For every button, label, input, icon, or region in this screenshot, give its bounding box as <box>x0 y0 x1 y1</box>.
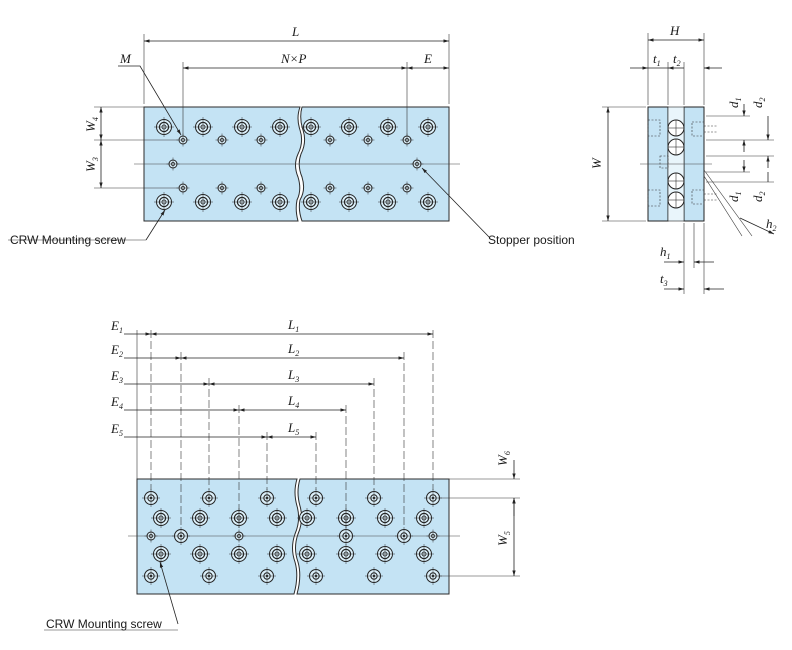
dim-W5: W <box>495 534 510 546</box>
dim-d2-bottom: d <box>750 195 765 202</box>
dim-d1-bottom: d <box>726 195 741 202</box>
svg-text:E5: E5 <box>110 421 123 438</box>
dim-E3: E <box>110 368 119 383</box>
svg-text:h2: h2 <box>766 216 777 233</box>
svg-text:L5: L5 <box>287 420 299 437</box>
dim-E1: E <box>110 318 119 333</box>
svg-text:W3: W3 <box>83 157 100 172</box>
svg-text:W5: W5 <box>495 531 512 546</box>
dim-L3: L <box>287 367 295 382</box>
dim-t1: t <box>653 51 657 66</box>
dim-d2-top: d <box>750 101 765 108</box>
dim-E5: E <box>110 421 119 436</box>
svg-text:d1: d1 <box>726 192 743 203</box>
svg-text:E2: E2 <box>110 342 123 359</box>
dim-L4: L <box>287 393 295 408</box>
callout-mounting-screw-top: CRW Mounting screw <box>10 233 126 247</box>
svg-text:E4: E4 <box>110 394 123 411</box>
svg-text:t2: t2 <box>673 51 681 68</box>
dim-E: E <box>423 51 432 66</box>
dim-E2: E <box>110 342 119 357</box>
svg-text:h1: h1 <box>660 244 671 261</box>
callout-mounting-screw-bottom: CRW Mounting screw <box>46 617 162 631</box>
svg-text:L1: L1 <box>287 317 299 334</box>
callout-stopper-position: Stopper position <box>488 233 575 247</box>
dim-NxP: N×P <box>280 51 306 66</box>
top-view: L N×P E M W4 W3 CRW Mounting screw Stopp… <box>8 24 575 247</box>
svg-text:d2: d2 <box>750 192 767 203</box>
side-view: H t1 t2 W d1 d2 d1 d2 h <box>589 23 777 294</box>
dim-W6: W <box>495 454 510 466</box>
svg-text:L4: L4 <box>287 393 299 410</box>
svg-text:L3: L3 <box>287 367 299 384</box>
side-rollers <box>667 119 685 209</box>
dim-h1: h <box>660 244 667 259</box>
bottom-view: E1 E2 E3 E4 E5 L1 L2 L3 L4 L5 W6 W5 CRW … <box>44 317 520 631</box>
svg-text:d1: d1 <box>726 98 743 109</box>
dim-W4: W <box>83 120 98 132</box>
dim-M: M <box>119 51 132 66</box>
dim-L: L <box>291 24 299 39</box>
dim-t2: t <box>673 51 677 66</box>
dim-W: W <box>589 157 604 169</box>
dim-H: H <box>669 23 680 38</box>
svg-text:t3: t3 <box>660 271 668 288</box>
bottom-plate-left <box>136 478 300 595</box>
svg-text:d2: d2 <box>750 98 767 109</box>
dim-E4: E <box>110 394 119 409</box>
svg-text:t1: t1 <box>653 51 661 68</box>
svg-text:W4: W4 <box>83 117 100 132</box>
dim-W3: W <box>83 160 98 172</box>
dim-L5: L <box>287 420 295 435</box>
svg-text:E3: E3 <box>110 368 123 385</box>
svg-text:L2: L2 <box>287 341 299 358</box>
dim-t3: t <box>660 271 664 286</box>
dim-d1-top: d <box>726 101 741 108</box>
dim-L2: L <box>287 341 295 356</box>
svg-text:W6: W6 <box>495 451 512 466</box>
dim-L1: L <box>287 317 295 332</box>
dim-h2: h <box>766 216 773 231</box>
svg-text:E1: E1 <box>110 318 123 335</box>
